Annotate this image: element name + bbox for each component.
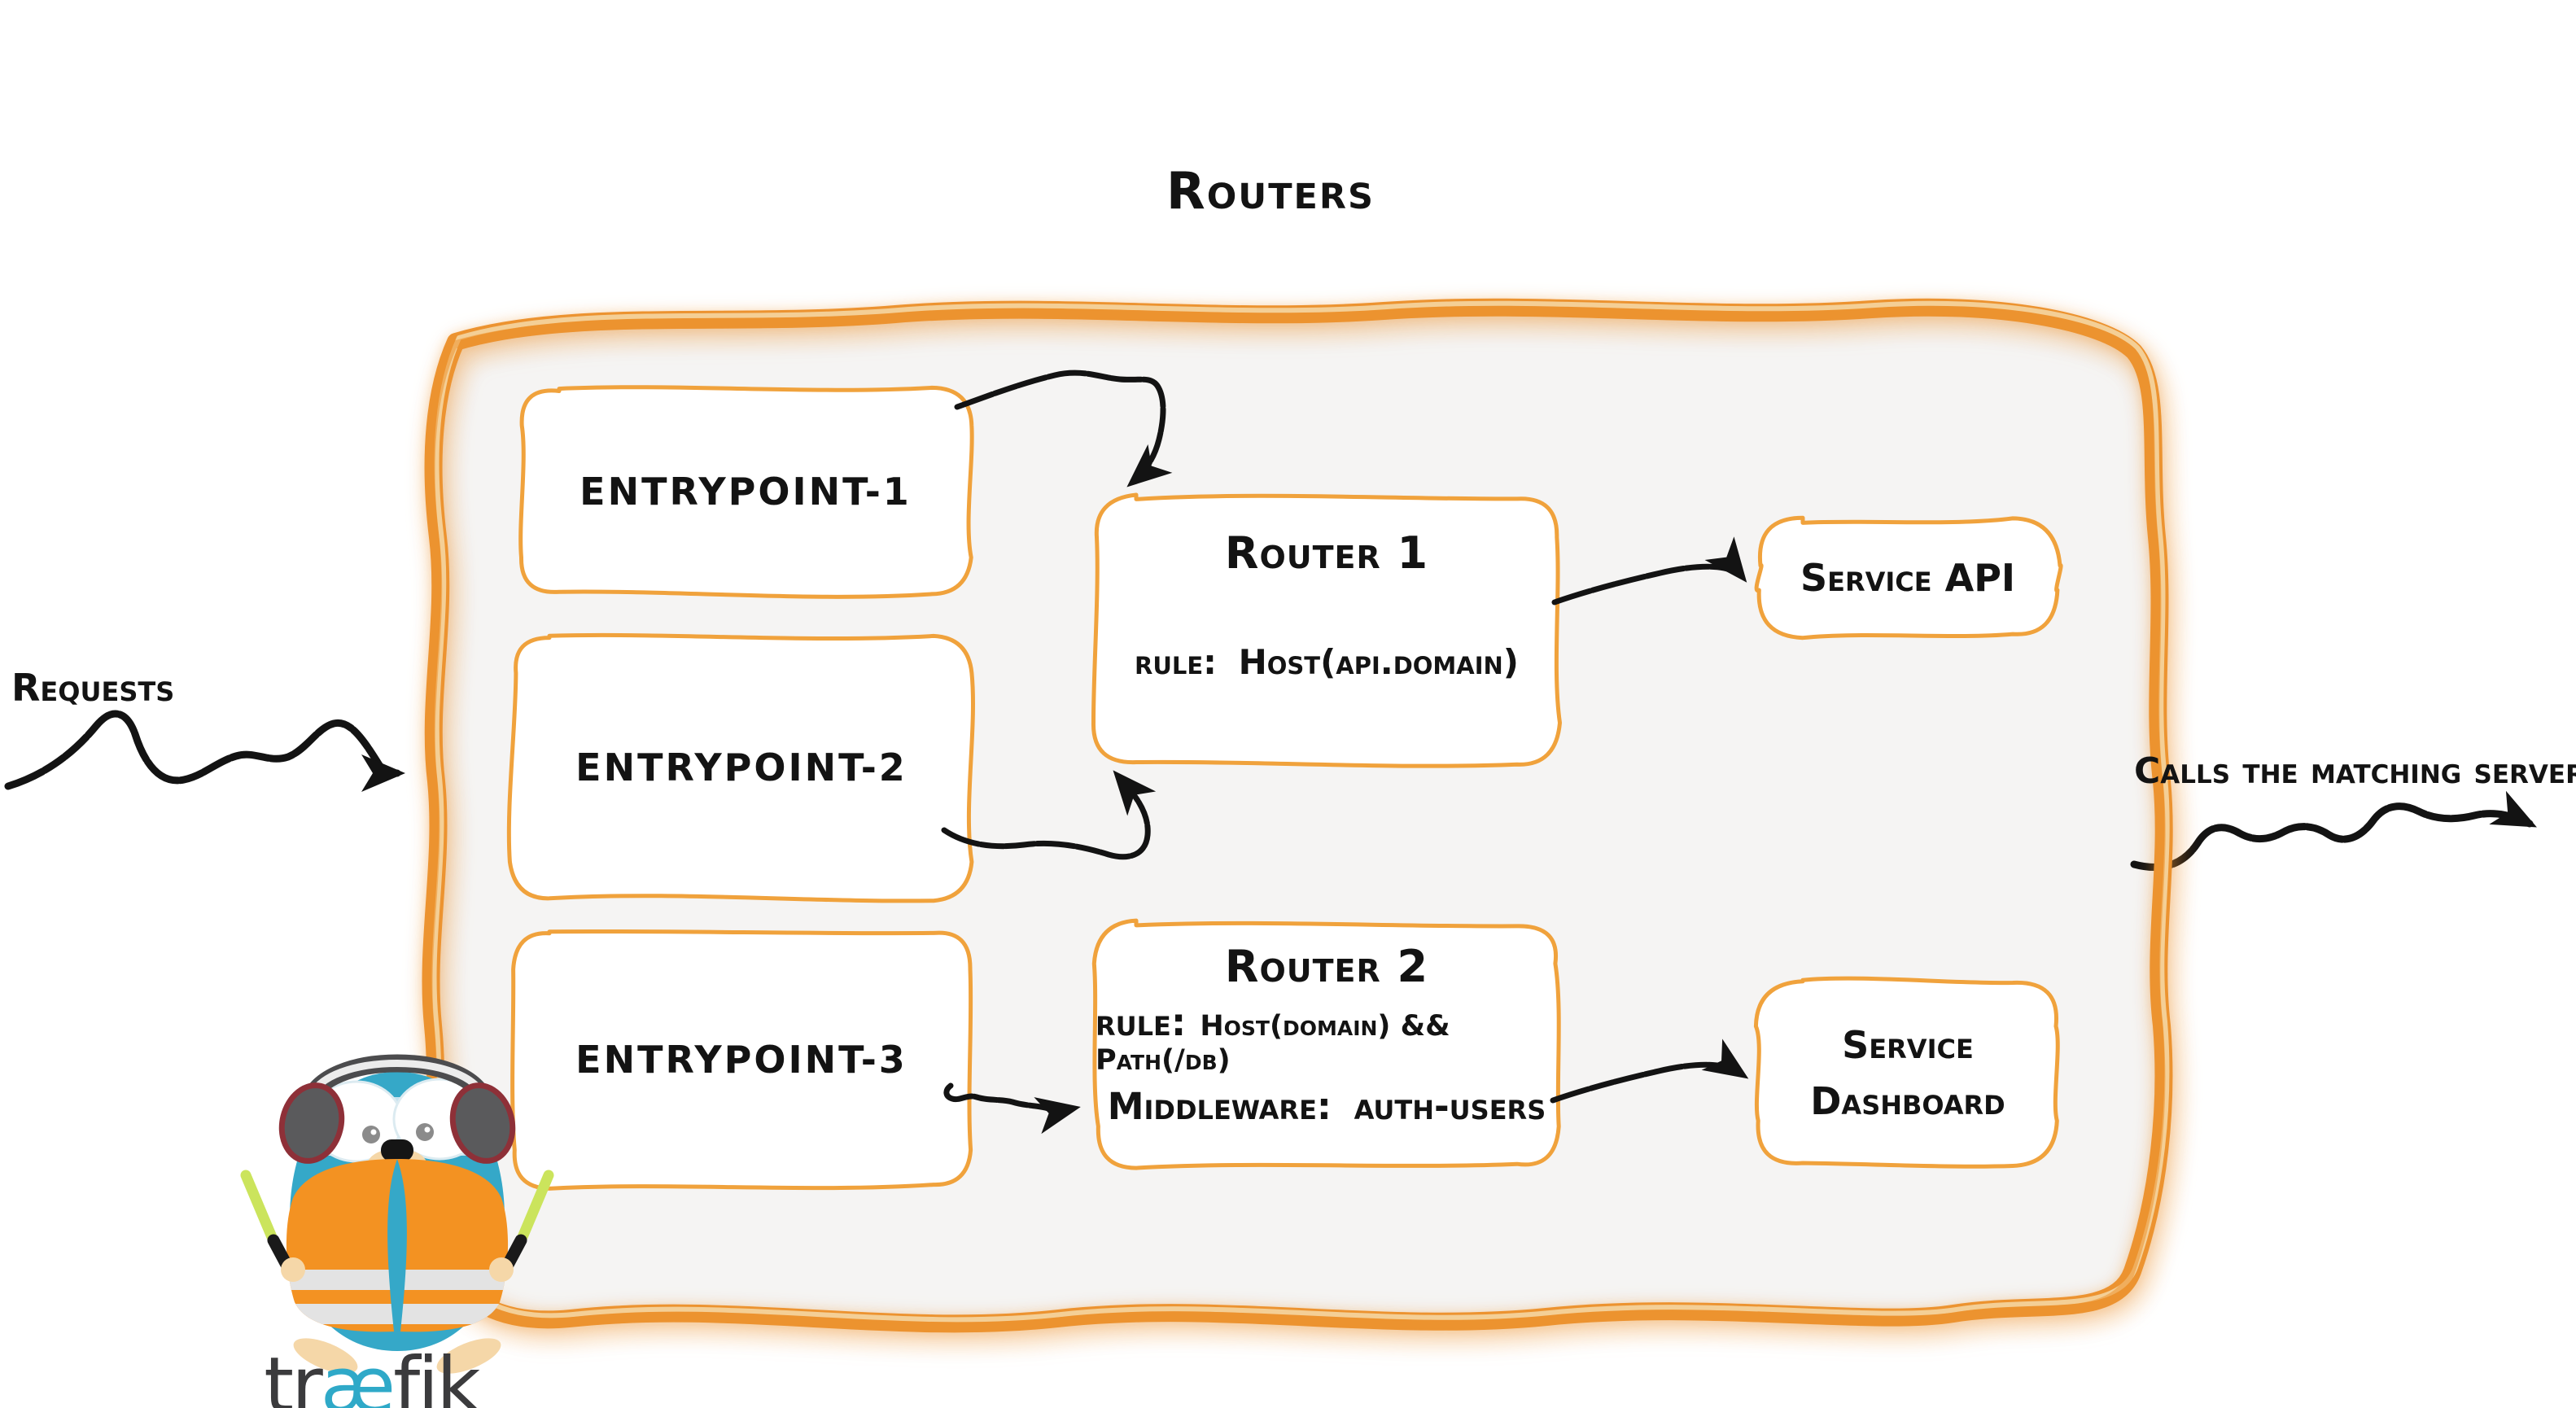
arrow-router1-to-service-api: [1551, 536, 1747, 606]
service-api-box: [1754, 515, 2063, 641]
gopher-right-earcup: [449, 1082, 516, 1164]
gopher-left-pupil: [362, 1126, 380, 1143]
router-2-rule: rule: Host(domain) && Path(/db): [1096, 1000, 1558, 1077]
router-2-middleware: Middleware: auth-users: [1108, 1085, 1546, 1128]
router-1-name: Router 1: [1224, 527, 1429, 579]
arrow-requests: [4, 710, 405, 792]
gopher-left-earcup: [278, 1082, 345, 1164]
gopher-right-pupil: [416, 1123, 434, 1141]
router-1-rule-value: Host(api.domain): [1238, 642, 1519, 682]
gopher-nose: [381, 1139, 413, 1161]
router-1-rule: rule: Host(api.domain): [1135, 642, 1519, 682]
arrow-entrypoint2-to-router1: [941, 770, 1157, 860]
router-2-content: Router 2 rule: Host(domain) && Path(/db)…: [1096, 923, 1558, 1167]
calls-matching-server-label: Calls the matching server: [2134, 750, 2576, 792]
traefik-gopher-logo: [240, 1054, 554, 1374]
gopher-right-hand: [489, 1257, 514, 1282]
vest-opening: [387, 1159, 407, 1331]
wordmark-post: fik: [393, 1341, 481, 1408]
router-2-name: Router 2: [1224, 941, 1429, 992]
entrypoint-3-label: entrypoint-3: [575, 1038, 908, 1082]
arrow-calls-matching-server: [2130, 790, 2537, 871]
router-1-rule-label: rule:: [1135, 642, 1217, 682]
gopher-headphone-band-inner: [307, 1060, 488, 1103]
requests-label: Requests: [11, 666, 175, 710]
diagram-title: Routers: [1166, 161, 1375, 221]
arrow-entrypoint3-to-router2: [943, 1082, 1081, 1135]
service-api-label: Service API: [1800, 555, 2016, 600]
router-1-content: Router 1 rule: Host(api.domain): [1096, 496, 1558, 763]
gopher-left-stick: [240, 1170, 278, 1243]
gopher-vest: [286, 1159, 509, 1332]
entrypoint-2-box: [506, 632, 975, 903]
service-dashboard-box: [1753, 976, 2060, 1169]
wordmark-ligature: æ: [320, 1341, 396, 1408]
wordmark-pre: tr: [264, 1341, 322, 1408]
service-dashboard-label: Service Dashboard: [1810, 1023, 2005, 1123]
router-2-rule-value: Host(domain) && Path(/db): [1096, 1010, 1450, 1077]
traefik-wordmark: træfik: [241, 1341, 501, 1408]
router-1-box: [1091, 492, 1562, 768]
arrow-router2-to-service-dashboard: [1550, 1039, 1749, 1104]
arrow-entrypoint1-to-router1: [954, 369, 1173, 488]
gopher-left-foot: [293, 1338, 358, 1374]
gopher-right-stick: [517, 1170, 554, 1243]
router-2-middleware-value: auth-users: [1354, 1085, 1546, 1128]
router-2-middleware-label: Middleware:: [1107, 1085, 1332, 1128]
entrypoint-1-label: entrypoint-1: [579, 470, 912, 514]
gopher-left-stick-handle: [267, 1234, 293, 1271]
gopher-right-foot: [436, 1338, 501, 1374]
gopher-right-stick-handle: [501, 1234, 527, 1271]
entrypoint-1-box: [518, 385, 974, 599]
router-2-rule-label: rule:: [1096, 1000, 1187, 1044]
router-2-box: [1091, 918, 1561, 1170]
gopher-left-pupil-highlight: [370, 1129, 377, 1135]
entrypoint-3-box: [510, 929, 973, 1191]
entrypoint-2-label: entrypoint-2: [575, 746, 908, 789]
gopher-right-pupil-highlight: [424, 1126, 431, 1133]
gopher-left-hand: [281, 1257, 305, 1282]
